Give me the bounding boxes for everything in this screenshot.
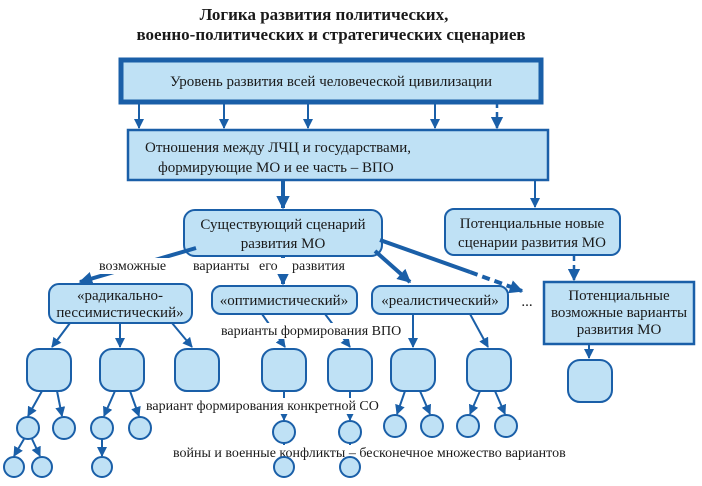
conflicts-label: войны и военные конфликты – бесконечное … (173, 446, 566, 461)
existing-scenario-line1: Существующий сценарий (200, 217, 365, 233)
potential-new-line2: сценарии развития МО (458, 235, 606, 251)
potential-variants-line2: возможные варианты (551, 305, 687, 321)
vpo-node-2 (99, 348, 145, 392)
relations-line1: Отношения между ЛЧЦ и государствами, (145, 140, 411, 156)
vpo-node-6 (390, 348, 436, 392)
arrow-co1-w1 (13, 438, 25, 457)
radical-line1: «радикально- (77, 288, 163, 304)
war-node-5 (339, 456, 361, 478)
co-node-10 (494, 414, 518, 438)
co-variant-label: вариант формирования конкретной СО (146, 399, 379, 414)
variants-word-4: развития (292, 259, 345, 274)
variants-word-1: возможные (99, 259, 166, 274)
arrow-radical-vpo1 (51, 322, 71, 348)
co-node-2 (52, 416, 76, 440)
vpo-node-4 (261, 348, 307, 392)
relations-line2: формирующие МО и ее часть – ВПО (158, 160, 394, 176)
arrow-vpo1-co1 (27, 390, 43, 417)
war-node-4 (273, 456, 295, 478)
arrow-radical-vpo3 (171, 322, 193, 348)
co-node-6 (338, 420, 362, 444)
vpo-node-3 (174, 348, 220, 392)
arrow-co1-w2 (31, 438, 41, 457)
arrow-existing-realistic (373, 249, 412, 284)
co-node-1 (16, 416, 40, 440)
arrow-vpo6-co1 (395, 390, 406, 415)
arrow-realistic-vpo2 (469, 313, 489, 348)
vpo-variants-label: варианты формирования ВПО (221, 324, 401, 339)
co-label-bg (145, 398, 385, 414)
potential-variants-box (542, 280, 696, 346)
radical-line2: пессимистический» (56, 305, 183, 321)
co-node-9 (456, 414, 480, 438)
war-node-2 (31, 456, 53, 478)
potential-new-line1: Потенциальные новые (460, 216, 605, 232)
war-node-1 (3, 456, 25, 478)
co-node-5 (272, 420, 296, 444)
vpo-node-1 (26, 348, 72, 392)
existing-scenario-line2: развития МО (241, 236, 326, 252)
co-node-7 (383, 414, 407, 438)
civilization-level-label: Уровень развития всей человеческой цивил… (170, 74, 492, 90)
optimistic-box (211, 285, 358, 315)
realistic-label: «реалистический» (381, 293, 498, 309)
diagram-title-line1: Логика развития политических, (200, 5, 449, 24)
arrow-vpo2-co1 (103, 390, 116, 417)
variants-word-2: варианты (193, 259, 250, 274)
civilization-level-box (118, 57, 544, 105)
optimistic-label: «оптимистический» (220, 293, 348, 309)
relations-box (126, 128, 550, 182)
vpo-node-7 (466, 348, 512, 392)
diagram-title-line2: военно-политических и стратегических сце… (136, 25, 525, 44)
potential-variants-line3: развития МО (577, 322, 662, 338)
variants-label-bg (98, 258, 352, 274)
realistic-box (371, 285, 509, 315)
vpo-node-5 (327, 348, 373, 392)
arrow-existing-potential-dashed (469, 270, 524, 294)
potential-variants-line1: Потенциальные (568, 288, 670, 304)
potential-new-scenarios-box (444, 208, 621, 256)
war-node-3 (91, 456, 113, 478)
arrow-vpo2-co2 (129, 390, 141, 417)
arrow-vpo7-co1 (469, 390, 481, 415)
arrow-vpo6-co2 (419, 390, 431, 415)
arrow-vpo7-co2 (494, 390, 506, 415)
vpo-label-bg (220, 323, 408, 339)
arrow-vpo1-co2 (55, 390, 66, 417)
variants-word-3: его (259, 259, 278, 274)
co-node-3 (90, 416, 114, 440)
co-node-4 (128, 416, 152, 440)
vpo-node-8 (567, 359, 613, 403)
more-scenarios-ellipsis: ... (521, 294, 532, 310)
arrow-existing-dashed-solid (379, 238, 471, 274)
co-node-8 (420, 414, 444, 438)
